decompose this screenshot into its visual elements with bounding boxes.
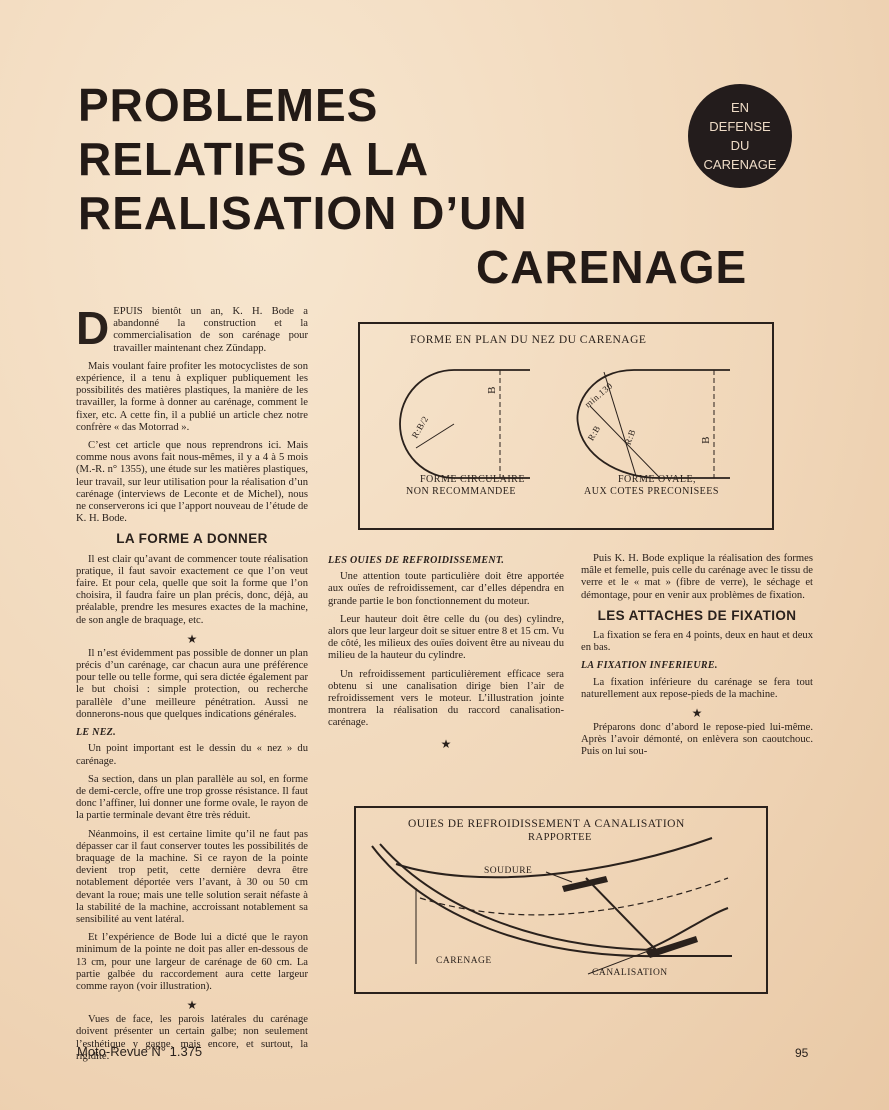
subheading-fixation: LA FIXATION INFERIEURE. [581,660,718,672]
paragraph: C’est cet article que nous reprendrons i… [76,440,308,525]
figure-nose-shape: FORME EN PLAN DU NEZ DU CARENAGE B R:B/2… [358,322,774,530]
badge-line-1: EN [730,100,750,115]
label-carenage: CARENAGE [436,956,492,966]
paragraph: Leur hauteur doit être celle du (ou des)… [328,613,564,662]
title-line-2: RELATIFS A LA [78,133,430,185]
paragraph: Préparons donc d’abord le repose-pied lu… [581,722,813,758]
badge-line-4: CARENAGE [703,157,777,172]
label-canalisation: CANALISATION [592,968,668,978]
fairing-shell-inner [379,843,657,951]
radius-line-left [415,423,455,449]
page-number: 95 [795,1046,809,1060]
paragraph: Il n’est évidemment pas possible de donn… [76,647,308,720]
drop-cap: D [76,302,110,354]
caption-oval-1: FORME OVALE, [618,474,697,485]
label-soudure: SOUDURE [484,866,533,876]
duct-centerline [419,877,729,916]
magazine-issue: Moto-Revue N° 1.375 [77,1044,203,1059]
figure-2-title-1: OUIES DE REFROIDISSEMENT A CANALISATION [408,818,685,830]
subheading-ouies: LES OUIES DE REFROIDISSEMENT. [328,555,505,566]
subheading-nez: LE NEZ. [76,727,116,739]
paragraph: Mais voulant faire profiter les motocycl… [76,360,308,433]
column-2: LES OUIES DE REFROIDISSEMENT. Une attent… [328,553,564,753]
paragraph: Et l’expérience de Bode lui a dicté que … [76,932,308,992]
column-3: Puis K. H. Bode explique la réalisation … [581,553,813,765]
figure-1-title: FORME EN PLAN DU NEZ DU CARENAGE [410,334,647,346]
label-b: B [485,386,498,394]
duct-joint [585,877,657,951]
badge-line-3: DU [730,138,750,153]
paragraph: Un point important est le dessin du « ne… [76,743,308,767]
article-title: PROBLEMES RELATIFS A LA REALISATION D’UN… [78,78,758,294]
paragraph: Une attention toute particulière doit êt… [328,571,564,607]
paragraph: Néanmoins, il est certaine limite qu’il … [76,828,308,925]
caption-circular-1: FORME CIRCULAIRE [420,474,525,485]
figure-2-title-2: RAPPORTEE [528,832,592,843]
duct-flange [646,936,698,958]
circular-nose-outline [399,369,530,479]
section-heading-forme: LA FORME A DONNER [116,531,268,547]
duct-lower [645,907,729,951]
title-line-1: PROBLEMES [78,79,379,131]
section-badge: EN DEFENSE DU CARENAGE [688,84,792,188]
caption-oval-2: AUX COTES PRECONISEES [584,486,719,497]
section-heading-attaches: LES ATTACHES DE FIXATION [597,607,797,623]
fairing-shell-outer [371,845,732,958]
star-separator: ★ [691,706,703,721]
weld-block [562,876,608,892]
radius-line-right-1 [589,405,661,479]
star-separator: ★ [186,998,198,1013]
paragraph: Puis K. H. Bode explique la réalisation … [581,553,813,601]
duct-upper [395,837,713,879]
title-line-4: CARENAGE [476,241,748,293]
cooling-duct-diagram [371,837,732,975]
paragraph: Sa section, dans un plan parallèle au so… [76,773,308,822]
paragraph: La fixation inférieure du carénage se fe… [581,676,813,700]
paragraph: Il est clair qu’avant de commencer toute… [76,553,308,626]
badge-line-2: DEFENSE [709,119,771,134]
radius-line-right-2 [603,371,637,477]
label-b-right: B [699,436,712,444]
caption-circular-2: NON RECOMMANDEE [406,486,516,497]
star-separator: ★ [440,736,452,751]
nose-shape-diagram [399,369,730,479]
paragraph: Vues de face, les parois latérales du ca… [76,1014,308,1062]
star-separator: ★ [186,631,198,646]
paragraph: La fixation se fera en 4 points, deux en… [581,630,813,654]
leader-soudure [545,871,573,883]
oval-nose-outline [576,369,730,479]
leader-canalisation [587,947,657,975]
title-line-3: REALISATION D’UN [78,187,528,239]
paragraph: Un refroidissement particulièrement effi… [328,668,564,729]
figure-cooling-duct: OUIES DE REFROIDISSEMENT A CANALISATION … [354,806,768,994]
